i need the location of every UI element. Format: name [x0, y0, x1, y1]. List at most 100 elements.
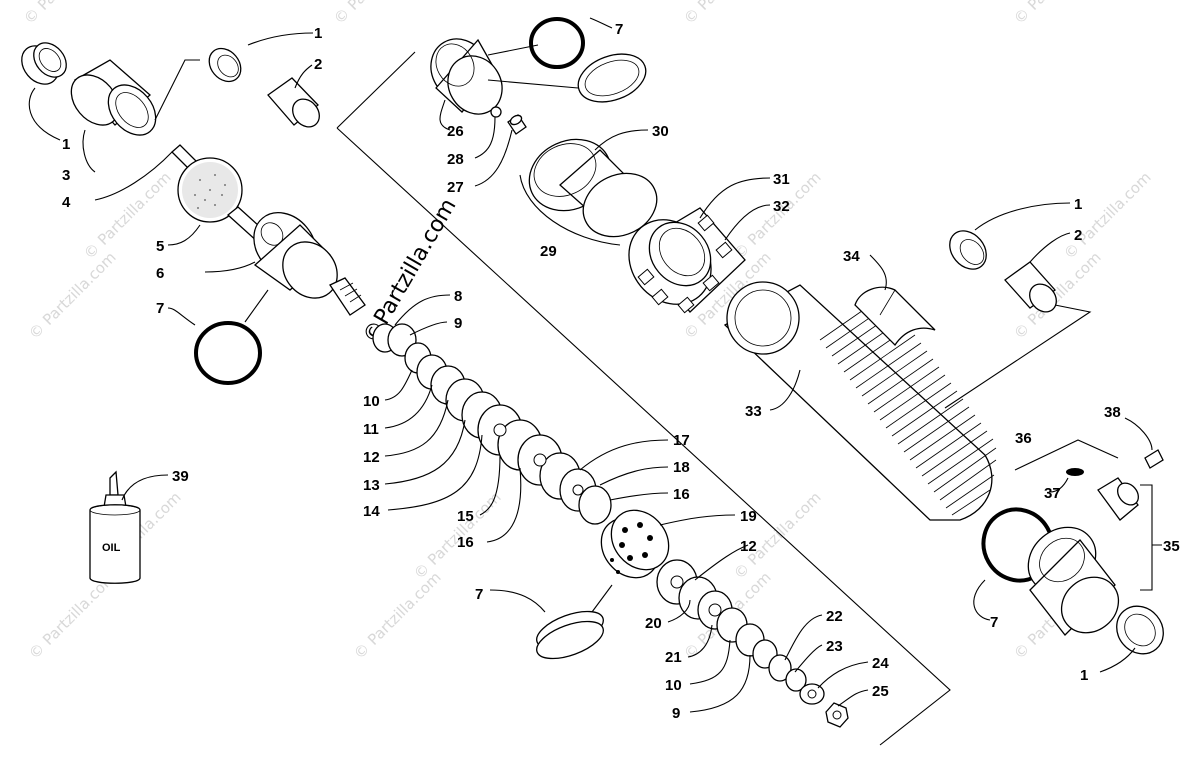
callout-17: 17 — [673, 432, 690, 449]
leader-right-lower — [1014, 439, 1162, 591]
piston-part-19 — [600, 509, 670, 579]
oil-bottle-part-39: OIL — [89, 470, 141, 584]
callout-37: 37 — [1044, 485, 1061, 502]
eyelet-part-6 — [253, 212, 366, 316]
o-ring-part-7-left — [194, 321, 262, 385]
reservoir-part-35 — [1027, 526, 1120, 636]
callout-7: 7 — [475, 586, 483, 603]
bushing-part-1-right — [949, 230, 987, 270]
callout-11: 11 — [363, 421, 379, 438]
callout-1: 1 — [1080, 667, 1088, 684]
bushing-part-1-upper — [208, 47, 242, 83]
watermark: © Partzilla.com — [330, 0, 425, 28]
shim-stack-lower — [656, 559, 849, 728]
spring-coils — [819, 294, 997, 516]
callout-38: 38 — [1104, 404, 1121, 421]
callout-10: 10 — [363, 393, 380, 410]
valve-part-35 — [1097, 477, 1139, 521]
snap-ring-part-29 — [519, 174, 621, 246]
watermark: © Partzilla.com — [350, 568, 445, 663]
bushing-part-1-left — [21, 42, 67, 85]
callout-5: 5 — [156, 238, 164, 255]
callout-23: 23 — [826, 638, 843, 655]
callout-3: 3 — [62, 167, 70, 184]
o-ring-part-28 — [490, 106, 502, 118]
callout-7: 7 — [615, 21, 623, 38]
callout-15: 15 — [457, 508, 474, 525]
center-watermark: ©Partzilla.com — [359, 195, 462, 348]
callout-24: 24 — [872, 655, 889, 672]
watermark: © Partzilla.com — [20, 0, 115, 28]
callout-1: 1 — [62, 136, 70, 153]
callout-16: 16 — [673, 486, 690, 503]
callout-27: 27 — [447, 179, 464, 196]
callout-35: 35 — [1163, 538, 1180, 555]
callout-leaders — [28, 17, 1153, 713]
bushing-part-1-lower-right — [1116, 605, 1164, 655]
callout-25: 25 — [872, 683, 889, 700]
callout-19: 19 — [740, 508, 757, 525]
callout-labels: 1 2 1 3 4 5 6 7 8 9 10 11 12 13 14 15 16… — [62, 21, 1180, 722]
watermark: © Partzilla.com — [1060, 168, 1155, 263]
callout-2: 2 — [1074, 227, 1082, 244]
shock-body-part-33 — [723, 281, 997, 521]
wear-ring-part-7-top — [577, 53, 647, 103]
sleeve-part-30 — [528, 138, 658, 238]
leader-right-bracket — [944, 304, 1092, 409]
valve-part-27 — [507, 114, 527, 135]
leader-band — [591, 584, 613, 613]
callout-21: 21 — [665, 649, 682, 666]
o-ring-part-7-top — [529, 17, 585, 69]
leader-bracket — [154, 59, 200, 121]
shield-part-34 — [854, 286, 936, 347]
callout-33: 33 — [745, 403, 762, 420]
callout-10: 10 — [665, 677, 682, 694]
adjuster-nut-part-31 — [628, 207, 746, 314]
callout-20: 20 — [645, 615, 662, 632]
callout-9: 9 — [454, 315, 462, 332]
callout-29: 29 — [540, 243, 557, 260]
piston-rod-part-4 — [171, 144, 282, 254]
sleeve-part-3 — [70, 59, 157, 136]
watermark: © Partzilla.com — [25, 248, 120, 343]
callout-34: 34 — [843, 248, 860, 265]
callout-31: 31 — [773, 171, 790, 188]
o-ring-part-37 — [1066, 468, 1084, 476]
callout-1: 1 — [1074, 196, 1082, 213]
callout-16: 16 — [457, 534, 474, 551]
leader-o-ring — [244, 289, 269, 323]
callout-28: 28 — [447, 151, 464, 168]
callout-1: 1 — [314, 25, 322, 42]
callout-7: 7 — [990, 614, 998, 631]
oil-bottle-text: OIL — [102, 542, 121, 554]
callout-7: 7 — [156, 300, 164, 317]
callout-39: 39 — [172, 468, 189, 485]
callout-8: 8 — [454, 288, 462, 305]
callout-18: 18 — [673, 459, 690, 476]
cap-part-38 — [1144, 449, 1164, 469]
spacer-part-2-upper — [267, 77, 320, 128]
shim-stack-upper — [404, 342, 612, 525]
watermark: © Partzilla.com — [1010, 0, 1105, 28]
callout-36: 36 — [1015, 430, 1032, 447]
leader-ring-top — [487, 44, 579, 89]
callout-12: 12 — [740, 538, 757, 555]
watermark: © Partzilla.com — [680, 0, 775, 28]
assembly-outline — [336, 51, 951, 746]
callout-14: 14 — [363, 503, 380, 520]
callout-2: 2 — [314, 56, 322, 73]
watermark: © Partzilla.com — [730, 488, 825, 583]
callout-22: 22 — [826, 608, 843, 625]
callout-12: 12 — [363, 449, 380, 466]
callout-9: 9 — [672, 705, 680, 722]
callout-32: 32 — [773, 198, 790, 215]
reservoir-cap-part-26 — [430, 38, 503, 115]
wear-band-part-7 — [536, 610, 604, 660]
callout-6: 6 — [156, 265, 164, 282]
callout-13: 13 — [363, 477, 380, 494]
callout-4: 4 — [62, 194, 71, 211]
spacer-part-2-right — [1004, 261, 1057, 313]
callout-26: 26 — [447, 123, 464, 140]
